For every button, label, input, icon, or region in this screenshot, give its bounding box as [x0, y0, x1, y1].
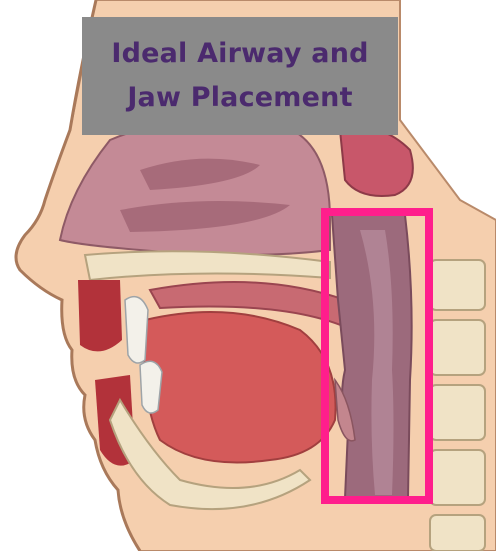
vertebra [430, 385, 485, 440]
vertebra [430, 450, 485, 505]
vertebra [430, 515, 485, 551]
tongue [144, 312, 336, 463]
title-line-2: Jaw Placement [127, 76, 352, 120]
title-line-1: Ideal Airway and [111, 32, 368, 76]
lower-tooth [140, 361, 162, 413]
vertebra [430, 260, 485, 310]
title-banner: Ideal Airway and Jaw Placement [82, 17, 398, 135]
vertebra [430, 320, 485, 375]
upper-tooth [125, 297, 148, 363]
upper-gum [78, 280, 122, 351]
